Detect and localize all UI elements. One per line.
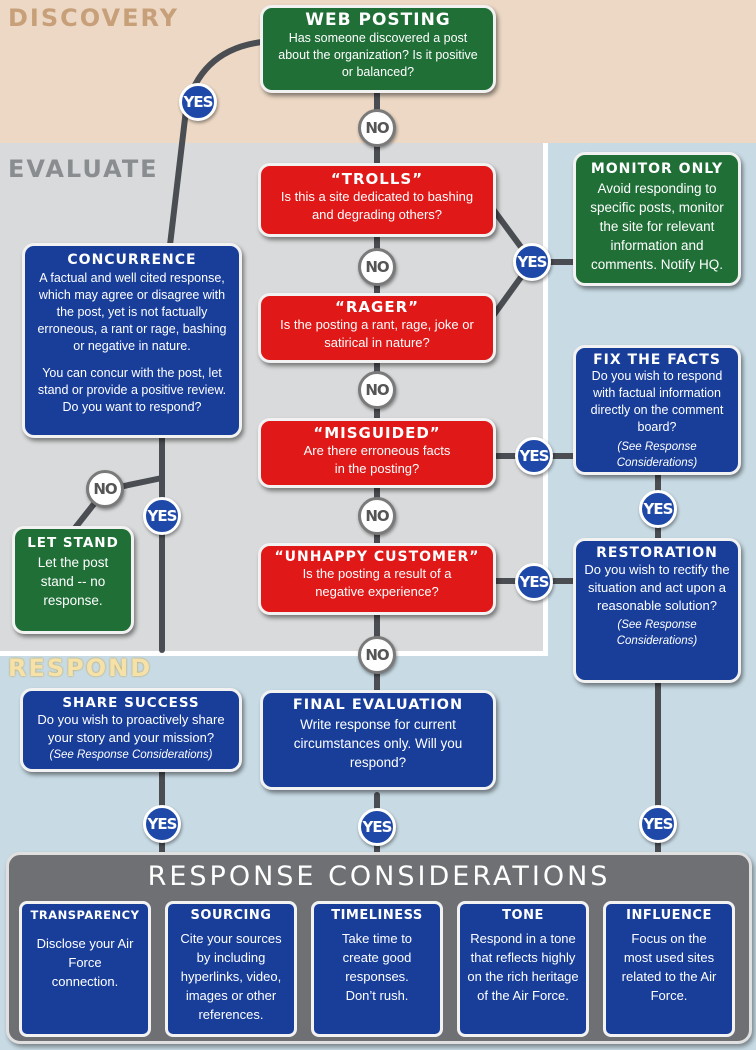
trolls-box: “TROLLS” Is this a site dedicated to bas… bbox=[258, 163, 496, 237]
monitor-body: Avoid responding to specific posts, moni… bbox=[590, 181, 724, 272]
fix-facts-body: Do you wish to respond with factual info… bbox=[590, 369, 724, 434]
share-body: Do you wish to proactively share your st… bbox=[37, 712, 225, 745]
no-badge-unhappy: NO bbox=[358, 636, 396, 674]
concurrence-body-2: You can concur with the post, let stand … bbox=[37, 366, 227, 414]
consideration-body: Respond in a tone that reflects highly o… bbox=[467, 931, 579, 1003]
unhappy-title: “UNHAPPY CUSTOMER” bbox=[274, 549, 480, 565]
consideration-title: SOURCING bbox=[190, 908, 272, 923]
restoration-box: RESTORATION Do you wish to rectify the s… bbox=[573, 538, 741, 683]
discovery-yes-connector bbox=[167, 39, 265, 248]
consideration-card-timeliness: TIMELINESS Take time to create good resp… bbox=[311, 901, 443, 1037]
concurrence-body-1: A factual and well cited response, which… bbox=[37, 271, 227, 353]
consideration-card-sourcing: SOURCING Cite your sources by including … bbox=[165, 901, 297, 1037]
yes-badge-fix-facts: YES bbox=[639, 490, 677, 528]
consideration-card-tone: TONE Respond in a tone that reflects hig… bbox=[457, 901, 589, 1037]
final-body: Write response for current circumstances… bbox=[293, 717, 463, 770]
no-badge-web-posting: NO bbox=[358, 109, 396, 147]
monitor-title: MONITOR ONLY bbox=[590, 161, 724, 177]
section-label-respond: RESPOND bbox=[8, 654, 153, 682]
share-title: SHARE SUCCESS bbox=[62, 695, 200, 711]
trolls-body: Is this a site dedicated to bashing and … bbox=[280, 189, 474, 222]
consideration-body: Focus on the most used sites related to … bbox=[621, 931, 717, 1003]
trolls-title: “TROLLS” bbox=[330, 170, 424, 188]
yes-badge-final: YES bbox=[358, 808, 396, 846]
restoration-body: Do you wish to rectify the situation and… bbox=[584, 562, 730, 613]
rager-body: Is the posting a rant, rage, joke or sat… bbox=[280, 317, 474, 350]
section-label-evaluate: EVALUATE bbox=[8, 155, 159, 183]
consideration-body: Cite your sources by including hyperlink… bbox=[180, 931, 282, 1022]
web-posting-box: WEB POSTING Has someone discovered a pos… bbox=[260, 5, 496, 93]
final-title: FINAL EVALUATION bbox=[292, 697, 464, 713]
web-posting-body: Has someone discovered a post about the … bbox=[278, 31, 478, 79]
consideration-title: TIMELINESS bbox=[331, 908, 423, 923]
let-stand-title: LET STAND bbox=[27, 535, 119, 551]
consideration-title: INFLUENCE bbox=[626, 908, 712, 923]
yes-badge-unhappy: YES bbox=[515, 563, 553, 601]
yes-badge-discovery: YES bbox=[179, 83, 217, 121]
fix-facts-title: FIX THE FACTS bbox=[593, 352, 721, 368]
share-note: (See Response Considerations) bbox=[49, 749, 213, 761]
no-badge-rager: NO bbox=[358, 371, 396, 409]
final-evaluation-box: FINAL EVALUATION Write response for curr… bbox=[260, 690, 496, 790]
fix-facts-note: (See Response Considerations) bbox=[616, 441, 698, 469]
response-considerations-panel: RESPONSE CONSIDERATIONS TRANSPARENCY Dis… bbox=[6, 852, 752, 1044]
fix-the-facts-box: FIX THE FACTS Do you wish to respond wit… bbox=[573, 345, 741, 475]
no-badge-misguided: NO bbox=[358, 497, 396, 535]
section-label-discovery: DISCOVERY bbox=[8, 4, 180, 32]
rager-title: “RAGER” bbox=[335, 298, 419, 316]
yes-badge-monitor: YES bbox=[513, 243, 551, 281]
yes-badge-concurrence: YES bbox=[143, 497, 181, 535]
consideration-card-influence: INFLUENCE Focus on the most used sites r… bbox=[603, 901, 735, 1037]
yes-badge-restoration: YES bbox=[639, 805, 677, 843]
yes-badge-misguided: YES bbox=[515, 437, 553, 475]
concurrence-title: CONCURRENCE bbox=[67, 252, 197, 268]
consideration-title: TONE bbox=[502, 908, 544, 923]
restoration-note: (See Response Considerations) bbox=[616, 619, 698, 647]
consideration-title: TRANSPARENCY bbox=[30, 908, 140, 922]
consideration-body: Take time to create good responses. Don’… bbox=[341, 931, 413, 1003]
misguided-box: “MISGUIDED” Are there erroneous facts in… bbox=[258, 418, 496, 488]
yes-badge-share: YES bbox=[143, 805, 181, 843]
concurrence-box: CONCURRENCE A factual and well cited res… bbox=[22, 243, 242, 438]
no-badge-trolls: NO bbox=[358, 248, 396, 286]
monitor-only-box: MONITOR ONLY Avoid responding to specifi… bbox=[573, 152, 741, 286]
let-stand-box: LET STAND Let the post stand -- no respo… bbox=[12, 526, 134, 634]
web-posting-title: WEB POSTING bbox=[305, 10, 451, 30]
let-stand-body: Let the post stand -- no response. bbox=[37, 555, 109, 608]
share-success-box: SHARE SUCCESS Do you wish to proactively… bbox=[20, 688, 242, 772]
no-badge-concurrence: NO bbox=[86, 470, 124, 508]
consideration-card-transparency: TRANSPARENCY Disclose your Air Force con… bbox=[19, 901, 151, 1037]
misguided-title: “MISGUIDED” bbox=[313, 424, 441, 442]
unhappy-customer-box: “UNHAPPY CUSTOMER” Is the posting a resu… bbox=[258, 543, 496, 615]
response-considerations-title: RESPONSE CONSIDERATIONS bbox=[147, 861, 611, 892]
rager-box: “RAGER” Is the posting a rant, rage, jok… bbox=[258, 293, 496, 363]
misguided-body: Are there erroneous facts in the posting… bbox=[303, 443, 451, 476]
consideration-body: Disclose your Air Force connection. bbox=[36, 936, 134, 989]
unhappy-body: Is the posting a result of a negative ex… bbox=[302, 566, 452, 599]
restoration-title: RESTORATION bbox=[596, 545, 718, 561]
